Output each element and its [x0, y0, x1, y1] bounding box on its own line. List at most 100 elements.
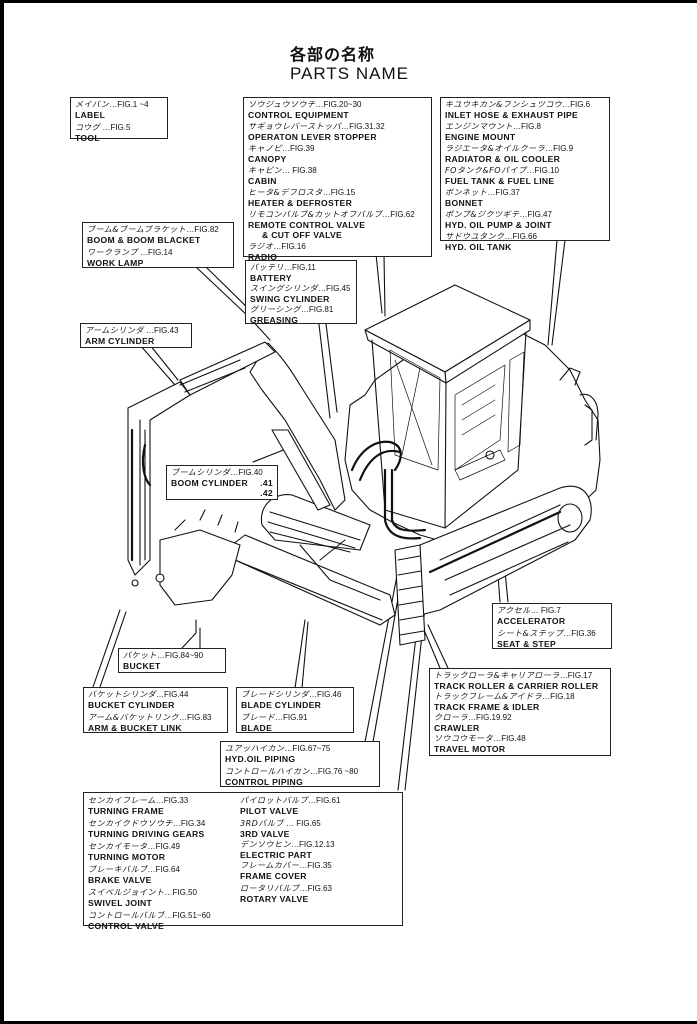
jp-remote-valve: リモコンバルブ&カットオフバルブ [248, 210, 383, 219]
fig-electric-part: …FIG.12.13 [291, 840, 335, 849]
front-attachment [127, 341, 427, 606]
jp-track-frame: トラックフレーム&アイドラ [434, 692, 543, 701]
fig-heater: …FIG.15 [322, 188, 356, 197]
jp-bonnet: ボンネット [445, 188, 488, 197]
fig-canopy: …FIG.39 [282, 144, 315, 153]
jp-swivel-joint: スイベルジョイント [88, 888, 165, 897]
jp-blade: ブレード [241, 713, 275, 722]
en-boom-cylinder: BOOM CYLINDER [171, 478, 248, 488]
entry-canopy: キャノピ…FIG.39 CANOPY [248, 144, 427, 164]
boom-cylinder-en-row: BOOM CYLINDER .41 .42 [171, 478, 273, 498]
fig-control-piping: …FIG.76 ~80 [309, 767, 359, 776]
jp-blade-cylinder: ブレードシリンダ [241, 690, 309, 699]
callout-blade: ブレードシリンダ…FIG.46 BLADE CYLINDER ブレード…FIG.… [236, 687, 354, 733]
en-bucket-cylinder: BUCKET CYLINDER [88, 700, 175, 710]
en-inlet-hose: INLET HOSE & EXHAUST PIPE [445, 110, 579, 120]
en-frame-cover: FRAME COVER [240, 871, 307, 881]
jp-crawler: クローラ [434, 713, 468, 722]
fig-swivel-joint: …FIG.50 [164, 888, 197, 897]
entry-bucket: バケット…FIG.84~90 BUCKET [123, 651, 221, 671]
fig-radio: …FIG.16 [273, 242, 306, 251]
fig-travel-motor: …FIG.48 [493, 734, 526, 743]
jp-turning-frame: センカイフレーム [88, 796, 156, 805]
leader-control-2 [383, 253, 386, 317]
entry-bonnet: ボンネット…FIG.37 BONNET [445, 188, 605, 208]
entry-label: メイバン…FIG.1 ~4 LABEL [75, 100, 163, 120]
page-border-top [0, 0, 697, 3]
entry-pump: ポンプ&ジクツギテ…FIG.47 HYD. OIL PUMP & JOINT [445, 210, 605, 230]
en-pump: HYD. OIL PUMP & JOINT [445, 220, 552, 230]
callout-engine: キユウキカン&フンシュツコウ…FIG.6 INLET HOSE & EXHAUS… [440, 97, 610, 252]
entry-work-lamp: ワークランプ …FIG.14 WORK LAMP [87, 248, 229, 268]
entry-boom: ブーム&ブームブラケット…FIG.82 BOOM & BOOM BLACKET [87, 225, 229, 245]
en-battery: BATTERY [250, 273, 292, 283]
entry-rotary-valve: ロータリバルブ…FIG.63 ROTARY VALVE [240, 884, 340, 904]
en-travel-motor: TRAVEL MOTOR [434, 744, 506, 754]
jp-bucket-cylinder: バケットシリンダ [88, 690, 156, 699]
fig-crawler: …FIG.19.92 [468, 713, 512, 722]
fig-radiator: …FIG.9 [545, 144, 574, 153]
callout-boom: ブーム&ブームブラケット…FIG.82 BOOM & BOOM BLACKET … [82, 222, 234, 268]
entry-turning-gears: センカイクドウソウチ…FIG.34 TURNING DRIVING GEARS [88, 819, 211, 839]
callout-bucket-cylinder: バケットシリンダ…FIG.44 BUCKET CYLINDER アーム&バケット… [83, 687, 228, 733]
page-border-left [0, 0, 4, 1024]
fig-turning-frame: …FIG.33 [155, 796, 189, 805]
en-bucket: BUCKET [123, 661, 161, 671]
en-bonnet: BONNET [445, 198, 484, 208]
fig-pump: …FIG.47 [519, 210, 552, 219]
leader-track-2 [427, 624, 449, 669]
entry-accelerator: アクセル… FIG.7 ACCELERATOR [497, 606, 607, 626]
jp-accelerator: アクセル [497, 606, 531, 615]
entry-3rd-valve: 3RDバルブ … FIG.65 3RD VALVE [240, 819, 340, 839]
entry-blade: ブレード…FIG.91 BLADE [241, 713, 349, 733]
callout-arm-cylinder: アームシリンダ …FIG.43 ARM CYLINDER [80, 323, 192, 348]
entry-lever-stopper: サギョウレバーストッパ…FIG.31.32 OPERATON LEVER STO… [248, 122, 427, 142]
en-turning-motor: TURNING MOTOR [88, 852, 166, 862]
en-control-piping: CONTROL PIPING [225, 777, 304, 787]
en-arm-cylinder: ARM CYLINDER [85, 336, 155, 346]
entry-seat-step: シート&ステップ…FIG.36 SEAT & STEP [497, 629, 607, 649]
entry-heater: ヒータ&デフロスタ…FIG.15 HEATER & DEFROSTER [248, 188, 427, 208]
fig-oil-tank: …FIG.66 [504, 232, 537, 241]
fig-blade: …FIG.91 [275, 713, 308, 722]
fig-control-equipment: …FIG.20~30 [315, 100, 362, 109]
jp-bucket: バケット [123, 651, 157, 660]
entry-electric-part: デンソウヒン…FIG.12.13 ELECTRIC PART [240, 840, 340, 860]
en-work-lamp: WORK LAMP [87, 258, 144, 268]
fig-cabin: … FIG.38 [282, 166, 317, 175]
en-control-equipment: CONTROL EQUIPMENT [248, 110, 349, 120]
en-heater: HEATER & DEFROSTER [248, 198, 353, 208]
fig-inlet-hose: …FIG.6 [562, 100, 591, 109]
jp-hyd-oil-piping: ユアッハイカン [225, 744, 285, 753]
jp-rotary-valve: ロータリバルブ [240, 884, 300, 893]
entry-travel-motor: ソウコウモータ…FIG.48 TRAVEL MOTOR [434, 734, 606, 754]
en-radiator: RADIATOR & OIL COOLER [445, 154, 561, 164]
fig-bucket: …FIG.84~90 [157, 651, 204, 660]
fig-bonnet: …FIG.37 [487, 188, 520, 197]
jp-oil-tank: サドウユタンク [445, 232, 505, 241]
leader-control [375, 253, 383, 314]
en-blade: BLADE [241, 723, 273, 733]
en-tool: TOOL [75, 133, 100, 143]
jp-turning-gears: センカイクドウソウチ [88, 819, 173, 828]
jp-battery: バッテリ [250, 263, 284, 272]
en-track-roller: TRACK ROLLER & CARRIER ROLLER [434, 681, 599, 691]
entry-control-equipment: ソウジュウソウチ…FIG.20~30 CONTROL EQUIPMENT [248, 100, 427, 120]
entry-swing-cylinder: スイングシリンダ…FIG.45 SWING CYLINDER [250, 284, 352, 304]
entry-hyd-oil-piping: ユアッハイカン…FIG.67~75 HYD.OIL PIPING [225, 744, 375, 764]
fig-blade-cylinder: …FIG.46 [309, 690, 342, 699]
leader-arm-cyl-2 [149, 344, 179, 381]
turning-column-right: パイロットバルブ…FIG.61 PILOT VALVE 3RDバルブ … FIG… [240, 796, 340, 904]
entry-track-frame: トラックフレーム&アイドラ…FIG.18 TRACK FRAME & IDLER [434, 692, 606, 712]
callout-accelerator: アクセル… FIG.7 ACCELERATOR シート&ステップ…FIG.36 … [492, 603, 612, 649]
en-track-frame: TRACK FRAME & IDLER [434, 702, 540, 712]
en-canopy: CANOPY [248, 154, 287, 164]
leader-engine-2 [551, 239, 566, 346]
entry-fuel-tank: FOタンク&FOパイプ…FIG.10 FUEL TANK & FUEL LINE [445, 166, 605, 186]
entry-cabin: キャビン… FIG.38 CABIN [248, 166, 427, 186]
leader-piping [364, 559, 401, 743]
en-control-valve: CONTROL VALVE [88, 921, 164, 931]
fig-boom-cylinder-41: .41 [260, 478, 273, 488]
boom-cylinder-fig-column: .41 .42 [260, 478, 273, 498]
